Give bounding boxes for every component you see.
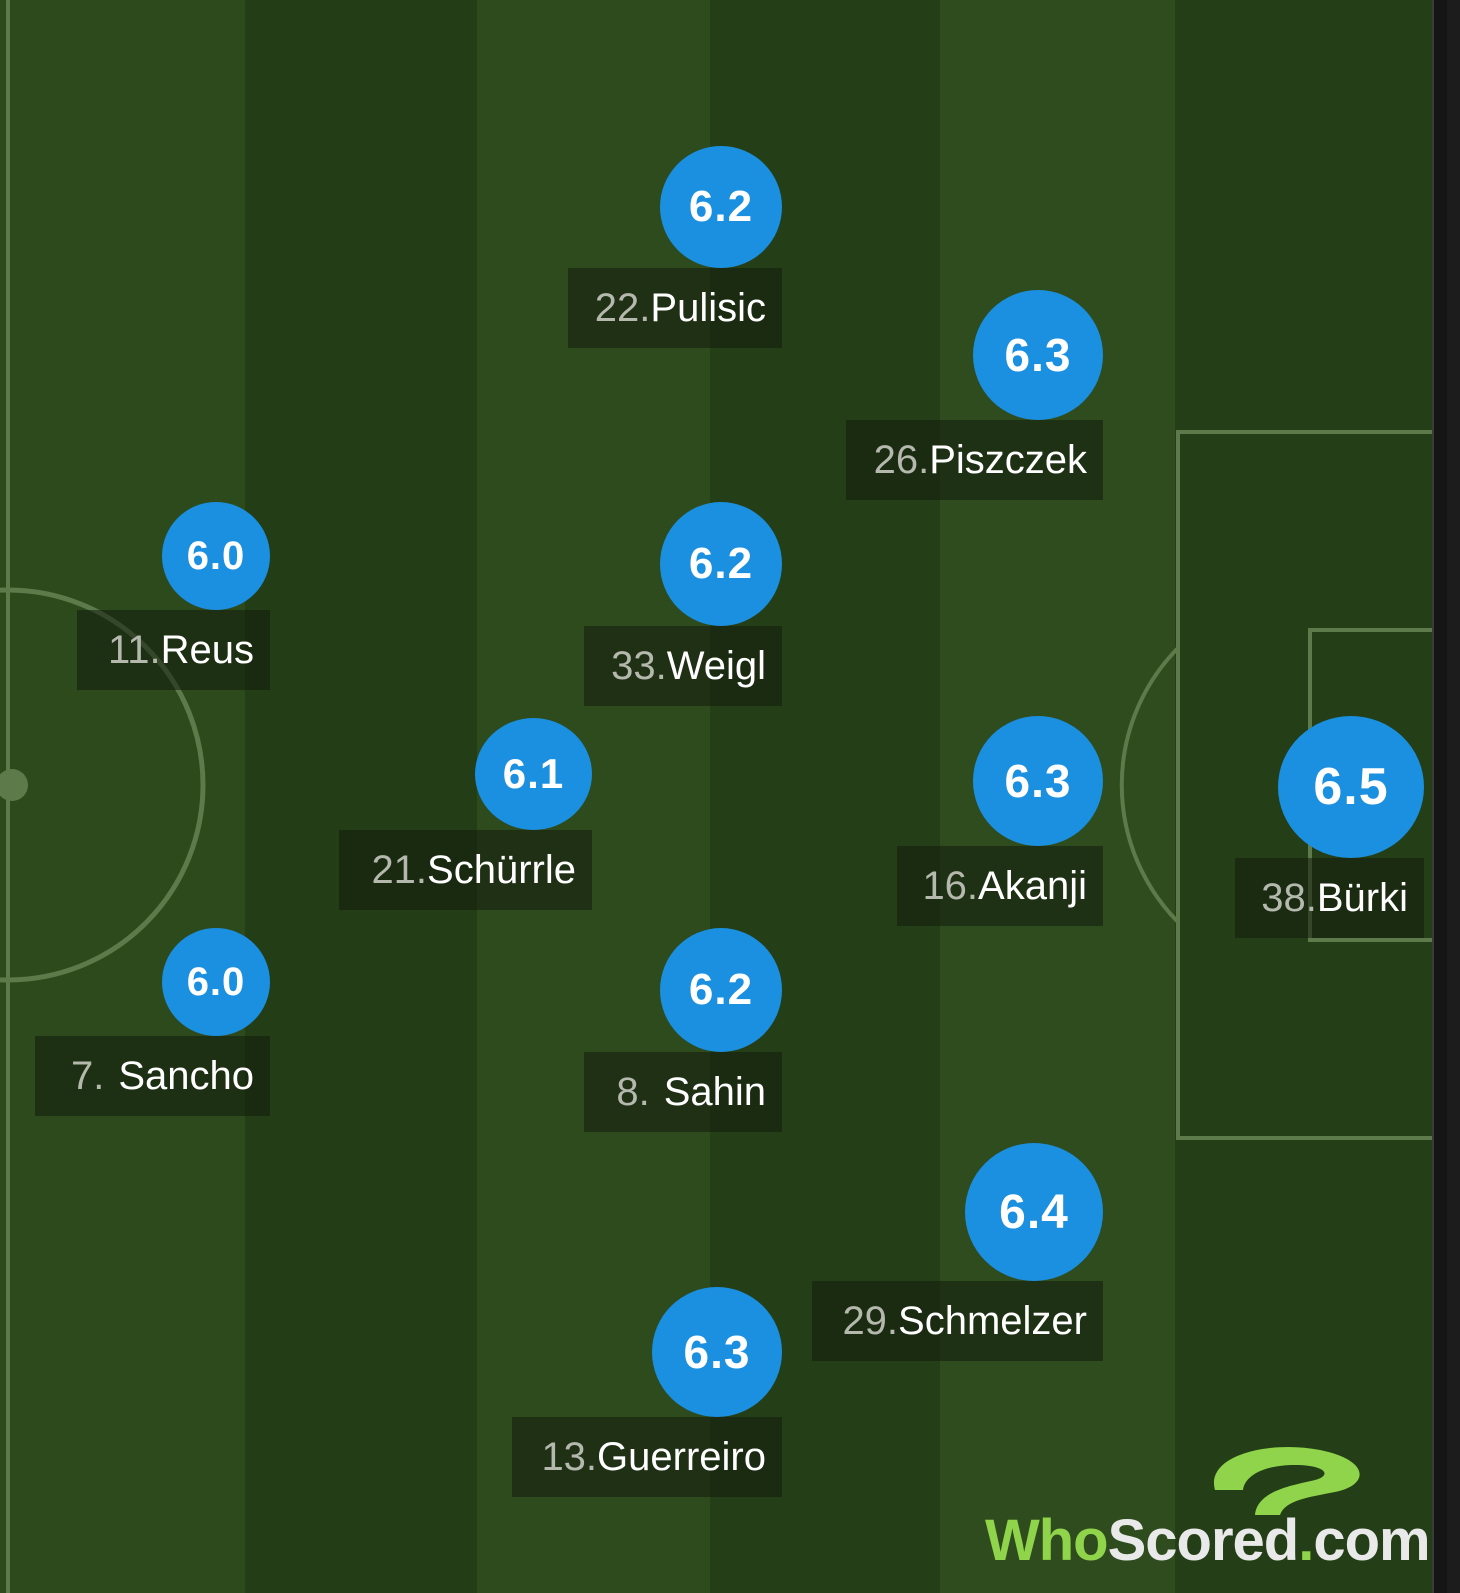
- player-name-label: 29.Schmelzer: [812, 1281, 1103, 1361]
- player-name: Sancho: [118, 1053, 254, 1098]
- pitch-stripe: [245, 0, 477, 1593]
- rating-bubble: 6.4: [965, 1143, 1103, 1281]
- player-name-label: 26.Piszczek: [846, 420, 1103, 500]
- brand-wordmark: WhoScored.com: [985, 1508, 1431, 1573]
- shirt-number: 38.: [1261, 875, 1317, 920]
- rating-bubble: 6.3: [973, 716, 1103, 846]
- center-circle: [0, 587, 206, 983]
- player-name-label: 8. Sahin: [584, 1052, 782, 1132]
- player-name: Akanji: [978, 863, 1087, 908]
- player-name-label: 7. Sancho: [35, 1036, 270, 1116]
- rating-bubble: 6.5: [1278, 716, 1424, 858]
- player-name: Reus: [160, 627, 254, 672]
- pitch-edge: [1432, 0, 1447, 1593]
- rating-bubble: 6.3: [652, 1287, 782, 1417]
- player-name: Schürrle: [427, 847, 576, 892]
- rating-bubble: 6.0: [162, 502, 270, 610]
- shirt-number: 11.: [107, 627, 161, 672]
- rating-bubble: 6.2: [660, 146, 782, 268]
- player-name: Weigl: [666, 643, 766, 688]
- shirt-number: 29.: [842, 1298, 899, 1343]
- shirt-number: 26.: [873, 437, 930, 482]
- player-name-label: 33.Weigl: [584, 626, 782, 706]
- shirt-number: 21.: [371, 847, 428, 892]
- shirt-number: 8.: [616, 1069, 650, 1114]
- player-name-label: 13.Guerreiro: [512, 1417, 782, 1497]
- shirt-number: 7.: [70, 1053, 105, 1098]
- rating-bubble: 6.2: [660, 502, 782, 626]
- player-name: Piszczek: [929, 437, 1087, 482]
- center-spot: [0, 769, 28, 801]
- player-name-label: 21.Schürrle: [339, 830, 592, 910]
- rating-bubble: 6.3: [973, 290, 1103, 420]
- question-mark-logo-icon: [1213, 1446, 1360, 1515]
- player-name: Guerreiro: [597, 1434, 766, 1479]
- penalty-area: [1176, 430, 1447, 1140]
- player-name: Schmelzer: [898, 1298, 1087, 1343]
- penalty-arc: [1119, 646, 1180, 924]
- shirt-number: 16.: [922, 863, 979, 908]
- player-name-label: 38.Bürki: [1235, 858, 1424, 938]
- shirt-number: 13.: [541, 1434, 598, 1479]
- player-name: Sahin: [663, 1069, 766, 1114]
- player-name-label: 11.Reus: [77, 610, 270, 690]
- player-name-label: 16.Akanji: [897, 846, 1103, 926]
- player-name-label: 22.Pulisic: [568, 268, 782, 348]
- shirt-number: 33.: [611, 643, 667, 688]
- rating-bubble: 6.2: [660, 928, 782, 1052]
- player-name: Bürki: [1316, 875, 1408, 920]
- rating-bubble: 6.0: [162, 928, 270, 1036]
- player-name: Pulisic: [650, 285, 766, 330]
- rating-bubble: 6.1: [475, 718, 592, 830]
- whoscored-logo: WhoScored.com: [985, 1440, 1431, 1580]
- shirt-number: 22.: [594, 285, 651, 330]
